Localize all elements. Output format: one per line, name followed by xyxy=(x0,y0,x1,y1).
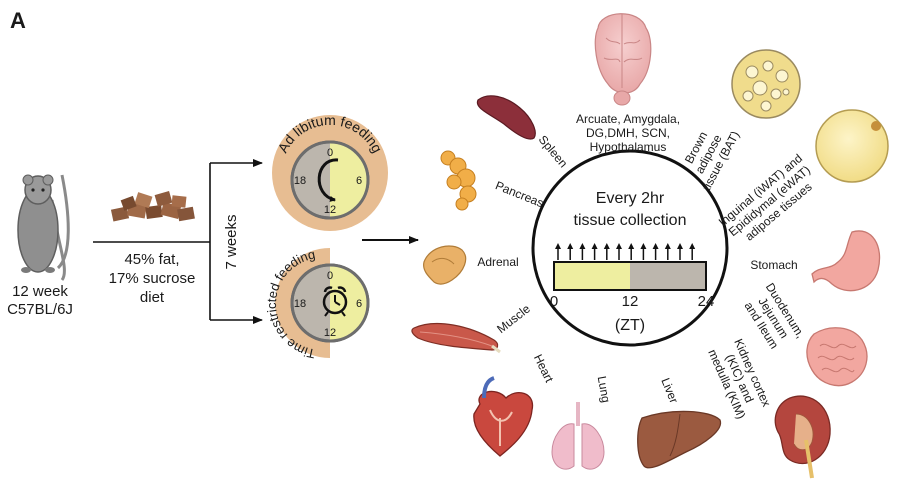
collection-arrow-head xyxy=(640,243,647,249)
brain-label-line3: Hypothalamus xyxy=(590,140,667,154)
adrenal-icon xyxy=(423,245,467,285)
stomach-icon xyxy=(811,230,881,292)
collection-arrow-head xyxy=(579,243,586,249)
liver-icon xyxy=(637,410,722,469)
mouse-icon xyxy=(17,174,70,281)
zt-tick-12: 12 xyxy=(622,293,639,310)
trf-clock: Time restricted feeding xyxy=(264,247,370,361)
collection-arrow-head xyxy=(628,243,635,249)
wat-icon xyxy=(815,109,889,183)
trf-tick-18: 18 xyxy=(294,298,306,310)
kidney-icon xyxy=(774,395,831,479)
ad-lib-tick-0: 0 xyxy=(327,147,333,159)
muscle-label: Muscle xyxy=(494,301,533,336)
collection-title-line2: tissue collection xyxy=(574,212,687,229)
diet-label-line2: 17% sucrose xyxy=(109,270,196,287)
diet-pellets-icon xyxy=(110,191,195,222)
duration-label: 7 weeks xyxy=(223,214,240,269)
muscle-icon xyxy=(411,322,501,354)
light-phase-bar xyxy=(554,262,630,290)
mouse-label-line1: 12 week xyxy=(12,283,68,300)
lung-label: Lung xyxy=(595,375,613,404)
zt-tick-24: 24 xyxy=(698,293,715,310)
ad-lib-tick-12: 12 xyxy=(324,204,336,216)
stomach-label: Stomach xyxy=(750,258,797,272)
collection-arrow-head xyxy=(664,243,671,249)
trf-tick-0: 0 xyxy=(327,270,333,282)
collection-arrow-head xyxy=(591,243,598,249)
collection-arrow-head xyxy=(567,243,574,249)
collection-arrow-head xyxy=(555,243,561,249)
heart-icon xyxy=(473,376,534,457)
lung-icon xyxy=(551,402,605,470)
panel-label: A xyxy=(10,8,26,33)
collection-arrow-head xyxy=(677,243,683,249)
collection-arrow-head xyxy=(616,243,622,249)
brain-label-line2: DG,DMH, SCN, xyxy=(586,126,670,140)
brain-icon xyxy=(594,13,652,106)
collection-title-line1: Every 2hr xyxy=(596,190,665,207)
liver-label: Liver xyxy=(658,376,681,405)
adrenal-label: Adrenal xyxy=(477,255,518,269)
trf-tick-12: 12 xyxy=(324,327,336,339)
pancreas-icon xyxy=(440,150,477,211)
pancreas-label: Pancreas xyxy=(493,178,545,210)
dark-phase-bar xyxy=(630,262,706,290)
bat-icon xyxy=(731,49,801,119)
collection-arrow-head xyxy=(689,243,696,249)
heart-label: Heart xyxy=(531,352,557,385)
zt-unit: (ZT) xyxy=(615,317,645,334)
collection-arrow-head xyxy=(652,243,659,249)
mouse-label-line2: C57BL/6J xyxy=(7,301,73,318)
collection-arrow-head xyxy=(603,243,610,249)
alarm-clock-icon xyxy=(322,286,348,317)
ad-lib-tick-18: 18 xyxy=(294,175,306,187)
trf-tick-6: 6 xyxy=(356,298,362,310)
spleen-label: Spleen xyxy=(536,133,571,171)
collection-time-arrows xyxy=(555,243,696,260)
ad-lib-clock: Ad libitum feeding xyxy=(272,112,388,231)
brain-label-line1: Arcuate, Amygdala, xyxy=(576,112,680,126)
zt-bar-outline xyxy=(553,261,707,291)
diet-label-line3: diet xyxy=(140,289,165,306)
spleen-icon xyxy=(476,95,536,140)
ad-lib-tick-6: 6 xyxy=(356,175,362,187)
diet-label-line1: 45% fat, xyxy=(124,251,179,268)
intestine-icon xyxy=(806,327,868,387)
zt-tick-0: 0 xyxy=(550,293,558,310)
